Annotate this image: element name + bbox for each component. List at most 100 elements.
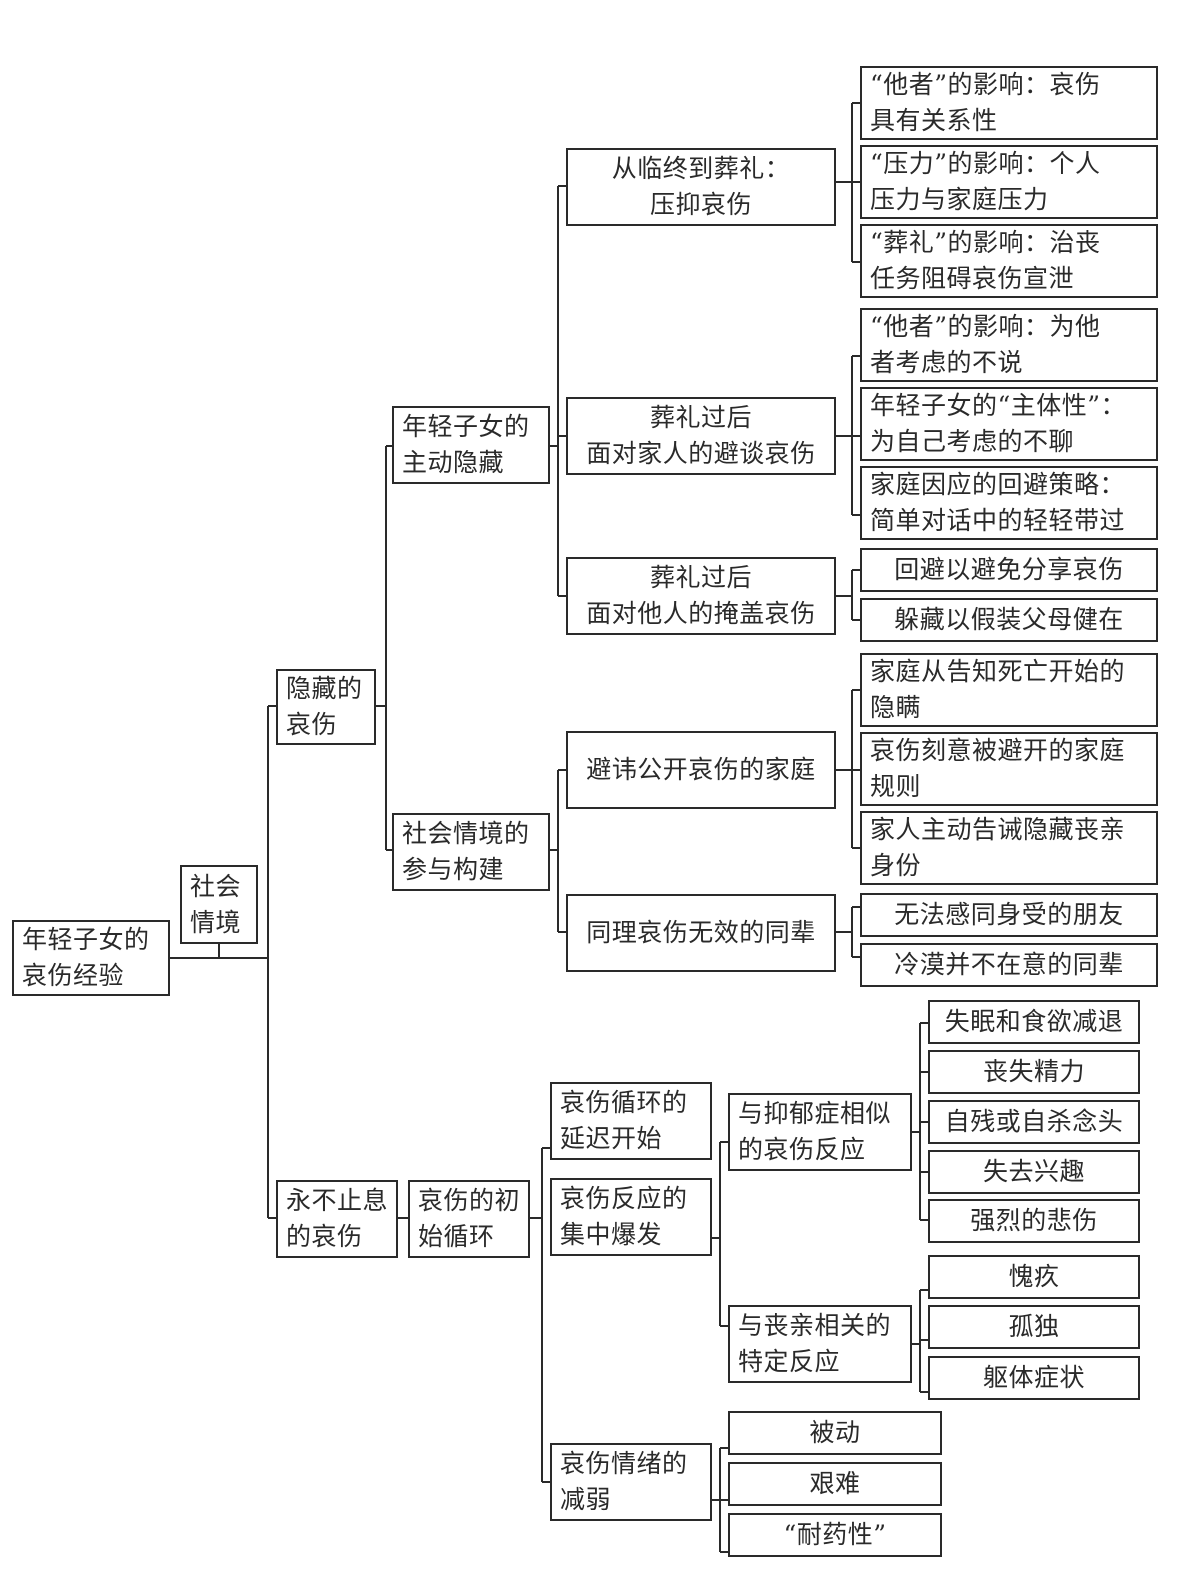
node-text: 哀伤刻意被避开的家庭: [870, 736, 1126, 765]
node-bereavement-specific: 与丧亲相关的 特定反应: [728, 1305, 912, 1383]
node-ineffective-peers: 同理哀伤无效的同辈: [566, 894, 836, 972]
leaf-node: “他者”的影响：哀伤 具有关系性: [860, 66, 1158, 140]
leaf-node: 被动: [728, 1411, 942, 1455]
node-text: 哀伤循环的: [560, 1088, 688, 1117]
leaf-node: 躲藏以假装父母健在: [860, 598, 1158, 642]
leaf-node: 失眠和食欲减退: [928, 1000, 1140, 1044]
node-text: 自残或自杀念头: [944, 1107, 1124, 1136]
leaf-node: “压力”的影响：个人 压力与家庭压力: [860, 145, 1158, 219]
node-text: 集中爆发: [560, 1220, 663, 1249]
node-text: 具有关系性: [870, 106, 998, 135]
node-text: 与抑郁症相似: [738, 1099, 892, 1128]
node-text: 压抑哀伤: [649, 190, 752, 219]
node-text: 强烈的悲伤: [970, 1206, 1098, 1235]
leaf-node: 丧失精力: [928, 1050, 1140, 1094]
node-weakening: 哀伤情绪的 减弱: [550, 1443, 712, 1521]
leaf-node: 家庭因应的回避策略： 简单对话中的轻轻带过: [860, 466, 1158, 540]
leaf-node: 孤独: [928, 1305, 1140, 1349]
node-text: 哀伤情绪的: [560, 1449, 688, 1478]
node-text: 葬礼过后: [649, 403, 752, 432]
node-text: 家人主动告诫隐藏丧亲: [870, 815, 1126, 844]
leaf-node: 家人主动告诫隐藏丧亲 身份: [860, 811, 1158, 885]
node-text: 延迟开始: [560, 1124, 663, 1153]
node-text: 年轻子女的“主体性”：: [870, 391, 1127, 420]
node-text: 者考虑的不说: [870, 348, 1024, 377]
node-text: 减弱: [560, 1485, 612, 1514]
node-text: “葬礼”的影响：治丧: [870, 228, 1101, 257]
leaf-node: 失去兴趣: [928, 1150, 1140, 1194]
node-text: 隐瞒: [870, 693, 922, 722]
leaf-node: 无法感同身受的朋友: [860, 893, 1158, 937]
node-text: 回避以避免分享哀伤: [894, 555, 1124, 584]
node-text: 躲藏以假装父母健在: [894, 605, 1124, 634]
node-text: 失眠和食欲减退: [944, 1007, 1124, 1036]
node-text: 面对他人的掩盖哀伤: [586, 599, 816, 628]
node-text: 冷漠并不在意的同辈: [894, 950, 1124, 979]
node-text: 被动: [809, 1418, 861, 1447]
node-text: 任务阻碍哀伤宣泄: [870, 264, 1075, 293]
leaf-node: “他者”的影响：为他 者考虑的不说: [860, 308, 1158, 382]
node-text: “他者”的影响：哀伤: [870, 70, 1101, 99]
node-text: 哀伤: [286, 710, 338, 739]
node-text: 面对家人的避谈哀伤: [586, 439, 816, 468]
leaf-node: 家庭从告知死亡开始的 隐瞒: [860, 653, 1158, 727]
node-text: 始循环: [418, 1222, 495, 1251]
node-avoid-family: 葬礼过后 面对家人的避谈哀伤: [566, 397, 836, 475]
node-outburst: 哀伤反应的 集中爆发: [550, 1178, 712, 1256]
leaf-node: 哀伤刻意被避开的家庭 规则: [860, 732, 1158, 806]
node-text: 无法感同身受的朋友: [894, 900, 1124, 929]
node-delayed-start: 哀伤循环的 延迟开始: [550, 1082, 712, 1160]
node-text: 丧失精力: [982, 1057, 1085, 1086]
node-text: 愧疚: [1008, 1262, 1060, 1291]
context-label-node: 社会 情境: [180, 865, 258, 944]
node-text: 永不止息: [286, 1186, 389, 1215]
node-text: 主动隐藏: [402, 448, 505, 477]
node-text: 孤独: [1008, 1312, 1060, 1341]
node-endless-grief: 永不止息 的哀伤: [276, 1180, 398, 1258]
leaf-node: 愧疚: [928, 1255, 1140, 1299]
leaf-node: 躯体症状: [928, 1356, 1140, 1400]
node-text: 压力与家庭压力: [870, 185, 1049, 214]
context-line-2: 情境: [190, 907, 242, 937]
node-text: 哀伤的初: [418, 1186, 521, 1215]
node-text: 躯体症状: [982, 1363, 1085, 1392]
node-text: 的哀伤反应: [738, 1135, 866, 1164]
node-text: 身份: [870, 851, 922, 880]
node-text: 家庭因应的回避策略：: [870, 470, 1126, 499]
node-text: 隐藏的: [286, 674, 363, 703]
leaf-node: 强烈的悲伤: [928, 1199, 1140, 1243]
node-text: 参与构建: [402, 855, 505, 884]
leaf-node: 年轻子女的“主体性”： 为自己考虑的不聊: [860, 387, 1158, 461]
node-suppress-grief: 从临终到葬礼： 压抑哀伤: [566, 148, 836, 226]
node-text: 艰难: [809, 1469, 861, 1498]
node-text: 的哀伤: [286, 1222, 363, 1251]
context-line-1: 社会: [190, 871, 242, 901]
node-text: 家庭从告知死亡开始的: [870, 657, 1126, 686]
node-text: 简单对话中的轻轻带过: [870, 506, 1126, 535]
node-text: “压力”的影响：个人: [870, 149, 1101, 178]
node-text: “耐药性”: [783, 1520, 887, 1549]
node-text: 规则: [870, 772, 922, 801]
leaf-node: 艰难: [728, 1462, 942, 1506]
node-taboo-family: 避讳公开哀伤的家庭: [566, 731, 836, 809]
node-hidden-grief: 隐藏的 哀伤: [276, 669, 376, 745]
node-text: 从临终到葬礼：: [611, 154, 791, 183]
node-text: 与丧亲相关的: [738, 1311, 892, 1340]
leaf-node: 回避以避免分享哀伤: [860, 548, 1158, 592]
node-initial-cycle: 哀伤的初 始循环: [408, 1180, 530, 1258]
node-text: 特定反应: [738, 1347, 841, 1376]
node-text: 社会情境的: [402, 819, 530, 848]
node-social-construction: 社会情境的 参与构建: [392, 813, 550, 891]
node-text: “他者”的影响：为他: [870, 312, 1101, 341]
node-text: 避讳公开哀伤的家庭: [586, 755, 816, 784]
leaf-node: 自残或自杀念头: [928, 1100, 1140, 1144]
node-text: 为自己考虑的不聊: [870, 427, 1075, 456]
leaf-node: “葬礼”的影响：治丧 任务阻碍哀伤宣泄: [860, 224, 1158, 298]
node-text: 哀伤反应的: [560, 1184, 688, 1213]
leaf-node: 冷漠并不在意的同辈: [860, 943, 1158, 987]
node-depression-like: 与抑郁症相似 的哀伤反应: [728, 1093, 912, 1171]
root-node: 年轻子女的 哀伤经验: [12, 920, 170, 996]
node-text: 同理哀伤无效的同辈: [586, 918, 816, 947]
